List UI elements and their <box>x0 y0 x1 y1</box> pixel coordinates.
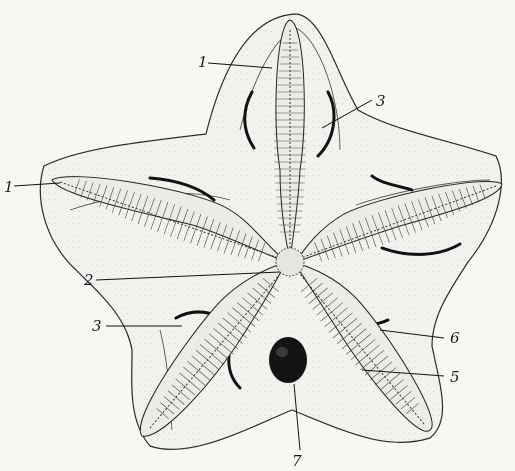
label-fold-left: 3 <box>92 317 102 335</box>
central-disc <box>276 248 304 276</box>
label-center: 2 <box>83 271 94 289</box>
label-ambulacrum-upper: 1 <box>198 53 208 71</box>
body-outline <box>40 14 501 449</box>
label-ridge-right: 6 <box>450 329 460 347</box>
opening <box>269 337 307 383</box>
label-ambulacrum-left: 1 <box>4 178 14 196</box>
label-petal-right: 5 <box>450 368 460 386</box>
label-fold-upper: 3 <box>376 92 386 110</box>
label-opening: 7 <box>292 452 302 470</box>
